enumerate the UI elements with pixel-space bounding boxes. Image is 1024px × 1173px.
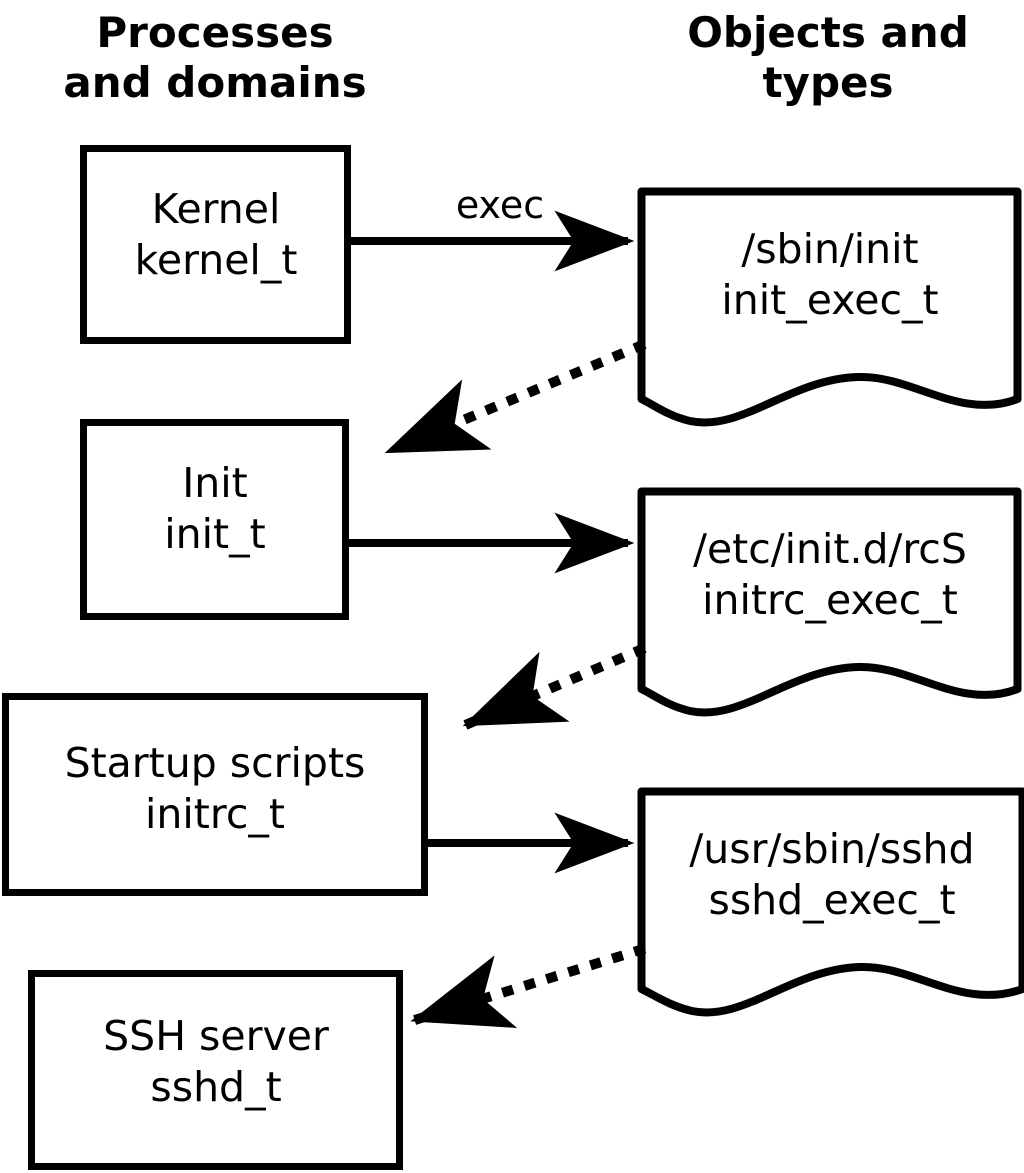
process-box-initrc[interactable] (2, 693, 428, 896)
edge-label-exec: exec (455, 183, 545, 227)
object-doc-initrc-exec[interactable] (637, 487, 1022, 717)
edge-sshd-exec-to-sshd (410, 943, 647, 1028)
object-doc-init-exec[interactable] (637, 187, 1022, 427)
edge-init-exec-to-init (384, 339, 647, 457)
column-header-processes: Processes and domains (63, 8, 367, 107)
column-header-objects: Objects and types (687, 8, 969, 107)
process-box-kernel[interactable] (80, 145, 351, 344)
edge-initrc-exec-to-initrc (462, 643, 647, 730)
process-box-sshd[interactable] (28, 970, 403, 1170)
object-doc-sshd-exec[interactable] (637, 787, 1024, 1017)
process-box-init[interactable] (80, 419, 349, 620)
